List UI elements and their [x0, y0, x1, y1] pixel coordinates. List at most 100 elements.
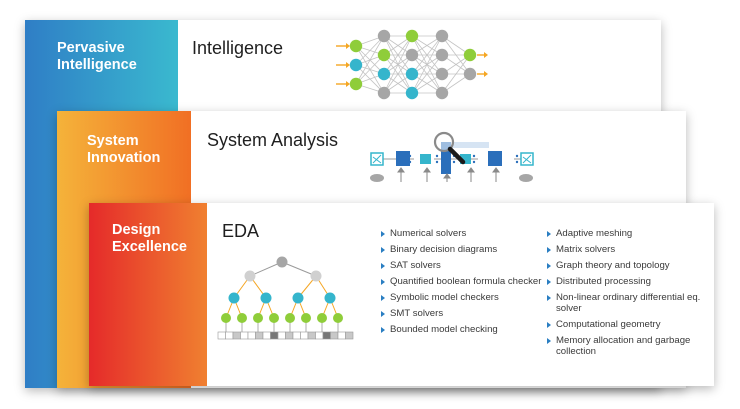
- eda-list-item-label: Quantified boolean formula checker: [390, 276, 542, 287]
- decision-tree-icon: [217, 256, 354, 340]
- eda-list-item: Non-linear ordinary differential eq. sol…: [547, 292, 715, 314]
- tree-node: [221, 313, 231, 323]
- tree-leaf-cell: [240, 331, 249, 340]
- eda-list-item: Memory allocation and garbage collection: [547, 335, 715, 357]
- eda-list-item-label: SMT solvers: [390, 308, 444, 319]
- nn-node: [349, 77, 363, 91]
- eda-title: EDA: [222, 221, 260, 241]
- eda-list-item-label: Symbolic model checkers: [390, 292, 499, 303]
- eda-list-item-label: Numerical solvers: [390, 228, 467, 239]
- nn-node: [377, 67, 391, 81]
- eda-list-item-label: Memory allocation and garbage collection: [556, 335, 691, 357]
- nn-node: [377, 29, 391, 43]
- tree-node: [317, 313, 327, 323]
- tree-leaf-cell: [345, 331, 354, 340]
- intelligence-title: Intelligence: [192, 38, 284, 58]
- tree-node: [253, 313, 263, 323]
- eda-list-item-label: Bounded model checking: [390, 324, 498, 335]
- nn-node: [377, 86, 391, 100]
- nn-node: [435, 67, 449, 81]
- system-label-line2: Innovation: [87, 150, 161, 166]
- eda-list-item: Binary decision diagrams: [381, 244, 549, 255]
- tree-node: [301, 313, 311, 323]
- eda-list-item: SMT solvers: [381, 308, 549, 319]
- tree-leaf-cell: [217, 331, 226, 340]
- nn-output-arrowhead: [484, 52, 488, 58]
- bullet-triangle-icon: [547, 279, 551, 285]
- bullet-triangle-icon: [381, 231, 385, 237]
- eda-list-item-label: Matrix solvers: [556, 244, 616, 255]
- tree-node: [324, 292, 336, 304]
- tree-node: [244, 270, 256, 282]
- neural-network-icon: [336, 29, 488, 100]
- eda-list-item: Graph theory and topology: [547, 260, 715, 271]
- nn-node: [349, 58, 363, 72]
- design-label-line1: Design: [112, 222, 161, 238]
- design-band-label: Design Excellence: [112, 222, 187, 256]
- tree-leaf-cell: [225, 331, 234, 340]
- tree-leaf-cell: [232, 331, 241, 340]
- eda-list-item-label: Graph theory and topology: [556, 260, 670, 271]
- nn-node: [405, 86, 419, 100]
- tree-leaf-cell: [337, 331, 346, 340]
- tree-node: [310, 270, 322, 282]
- eda-list-item-label: Non-linear ordinary differential eq. sol…: [556, 292, 701, 314]
- tree-leaf-cell: [292, 331, 301, 340]
- bullet-triangle-icon: [381, 279, 385, 285]
- nn-connection: [383, 35, 413, 75]
- nn-connection: [411, 35, 443, 75]
- tree-node: [285, 313, 295, 323]
- bullet-triangle-icon: [381, 295, 385, 301]
- bullet-triangle-icon: [547, 322, 551, 328]
- eda-list-item: Symbolic model checkers: [381, 292, 549, 303]
- nn-input-arrowhead: [346, 43, 350, 49]
- nn-connection: [383, 54, 413, 94]
- system-label-line1: System: [87, 133, 139, 149]
- system-analysis-title: System Analysis: [207, 130, 339, 150]
- bullet-triangle-icon: [381, 247, 385, 253]
- eda-list-item: SAT solvers: [381, 260, 549, 271]
- nn-node: [463, 48, 477, 62]
- tree-leaf-cell: [255, 331, 264, 340]
- tree-node: [269, 313, 279, 323]
- eda-list-item: Matrix solvers: [547, 244, 715, 255]
- eda-list-item: Bounded model checking: [381, 324, 549, 335]
- bullet-triangle-icon: [381, 327, 385, 333]
- nn-node: [377, 48, 391, 62]
- bullet-triangle-icon: [547, 263, 551, 269]
- tree-leaf-cell: [315, 331, 324, 340]
- eda-list-item: Quantified boolean formula checker: [381, 276, 549, 287]
- bullet-triangle-icon: [547, 231, 551, 237]
- design-band: Design Excellence: [89, 203, 207, 386]
- tree-leaf-cell: [262, 331, 271, 340]
- bullet-triangle-icon: [381, 311, 385, 317]
- tree-node: [333, 313, 343, 323]
- eda-list-item-label: Binary decision diagrams: [390, 244, 498, 255]
- tree-leaf-cell: [247, 331, 256, 340]
- eda-list-item: Adaptive meshing: [547, 228, 715, 239]
- eda-list-item-label: Distributed processing: [556, 276, 651, 287]
- tree-leaf-cell: [330, 331, 339, 340]
- tree-leaf-cell: [285, 331, 294, 340]
- nn-input-arrowhead: [346, 62, 350, 68]
- nn-connection: [355, 54, 385, 85]
- pervasive-label-line1: Pervasive: [57, 40, 125, 56]
- tree-node: [276, 256, 288, 268]
- design-label-line2: Excellence: [112, 239, 187, 255]
- nn-node: [435, 29, 449, 43]
- nn-connection: [355, 35, 385, 85]
- nn-node: [405, 48, 419, 62]
- nn-output-arrowhead: [484, 71, 488, 77]
- tree-leaf-cell: [322, 331, 331, 340]
- eda-list-item-label: Adaptive meshing: [556, 228, 633, 239]
- nn-connection: [411, 35, 443, 94]
- nn-node: [435, 48, 449, 62]
- eda-list-item: Distributed processing: [547, 276, 715, 287]
- system-chain-icon: [370, 131, 534, 182]
- tree-leaf-cell: [307, 331, 316, 340]
- tree-leaf-cell: [300, 331, 309, 340]
- nn-node: [435, 86, 449, 100]
